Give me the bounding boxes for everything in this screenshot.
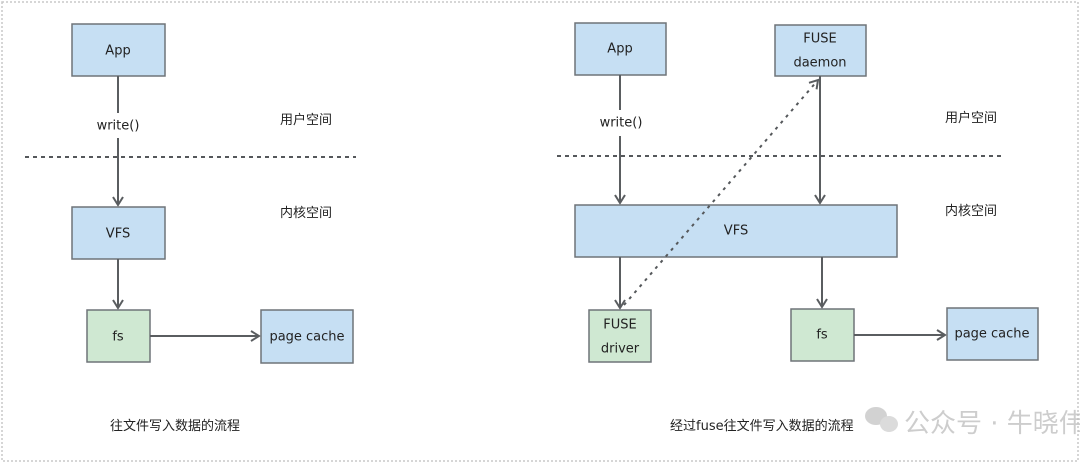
kernel-space-label: 内核空间	[945, 203, 997, 219]
fs-box	[790, 308, 855, 362]
app-box	[71, 23, 166, 77]
user-space-label: 用户空间	[945, 110, 997, 126]
page-cache-box	[260, 309, 354, 364]
vfs-box	[574, 204, 898, 258]
fuse-driver-box	[588, 309, 652, 363]
right-caption: 经过fuse往文件写入数据的流程	[670, 418, 854, 434]
right-diagram: App FUSE daemon write() 用户空间 内核空间 VFS FU…	[557, 22, 1039, 434]
fuse-daemon-box	[774, 24, 867, 77]
page-cache-box	[946, 307, 1039, 361]
user-space-label: 用户空间	[280, 112, 332, 128]
vfs-label: VFS	[724, 224, 748, 239]
app-label: App	[607, 42, 632, 57]
fs-label: fs	[112, 330, 124, 345]
fuse-driver-label-line2: driver	[601, 342, 640, 357]
watermark-text: 公众号 · 牛晓伟	[904, 409, 1080, 439]
watermark: 公众号 · 牛晓伟	[865, 407, 1080, 439]
wechat-icon	[865, 407, 898, 432]
vfs-label: VFS	[106, 227, 130, 242]
left-caption: 往文件写入数据的流程	[110, 418, 240, 434]
fuse-daemon-label-line1: FUSE	[803, 32, 836, 47]
fs-box	[86, 309, 151, 363]
write-label: write()	[97, 119, 140, 134]
page-cache-label: page cache	[954, 327, 1029, 342]
driver-to-daemon-dotted-arrow	[623, 78, 820, 306]
fuse-driver-label-line1: FUSE	[603, 318, 636, 333]
app-label: App	[105, 44, 130, 59]
page-cache-label: page cache	[269, 330, 344, 345]
left-diagram: App write() 用户空间 内核空间 VFS fs page cache …	[25, 23, 356, 434]
fs-label: fs	[816, 328, 828, 343]
write-label: write()	[600, 116, 643, 131]
kernel-space-label: 内核空间	[280, 205, 332, 221]
fuse-daemon-label-line2: daemon	[793, 56, 846, 71]
